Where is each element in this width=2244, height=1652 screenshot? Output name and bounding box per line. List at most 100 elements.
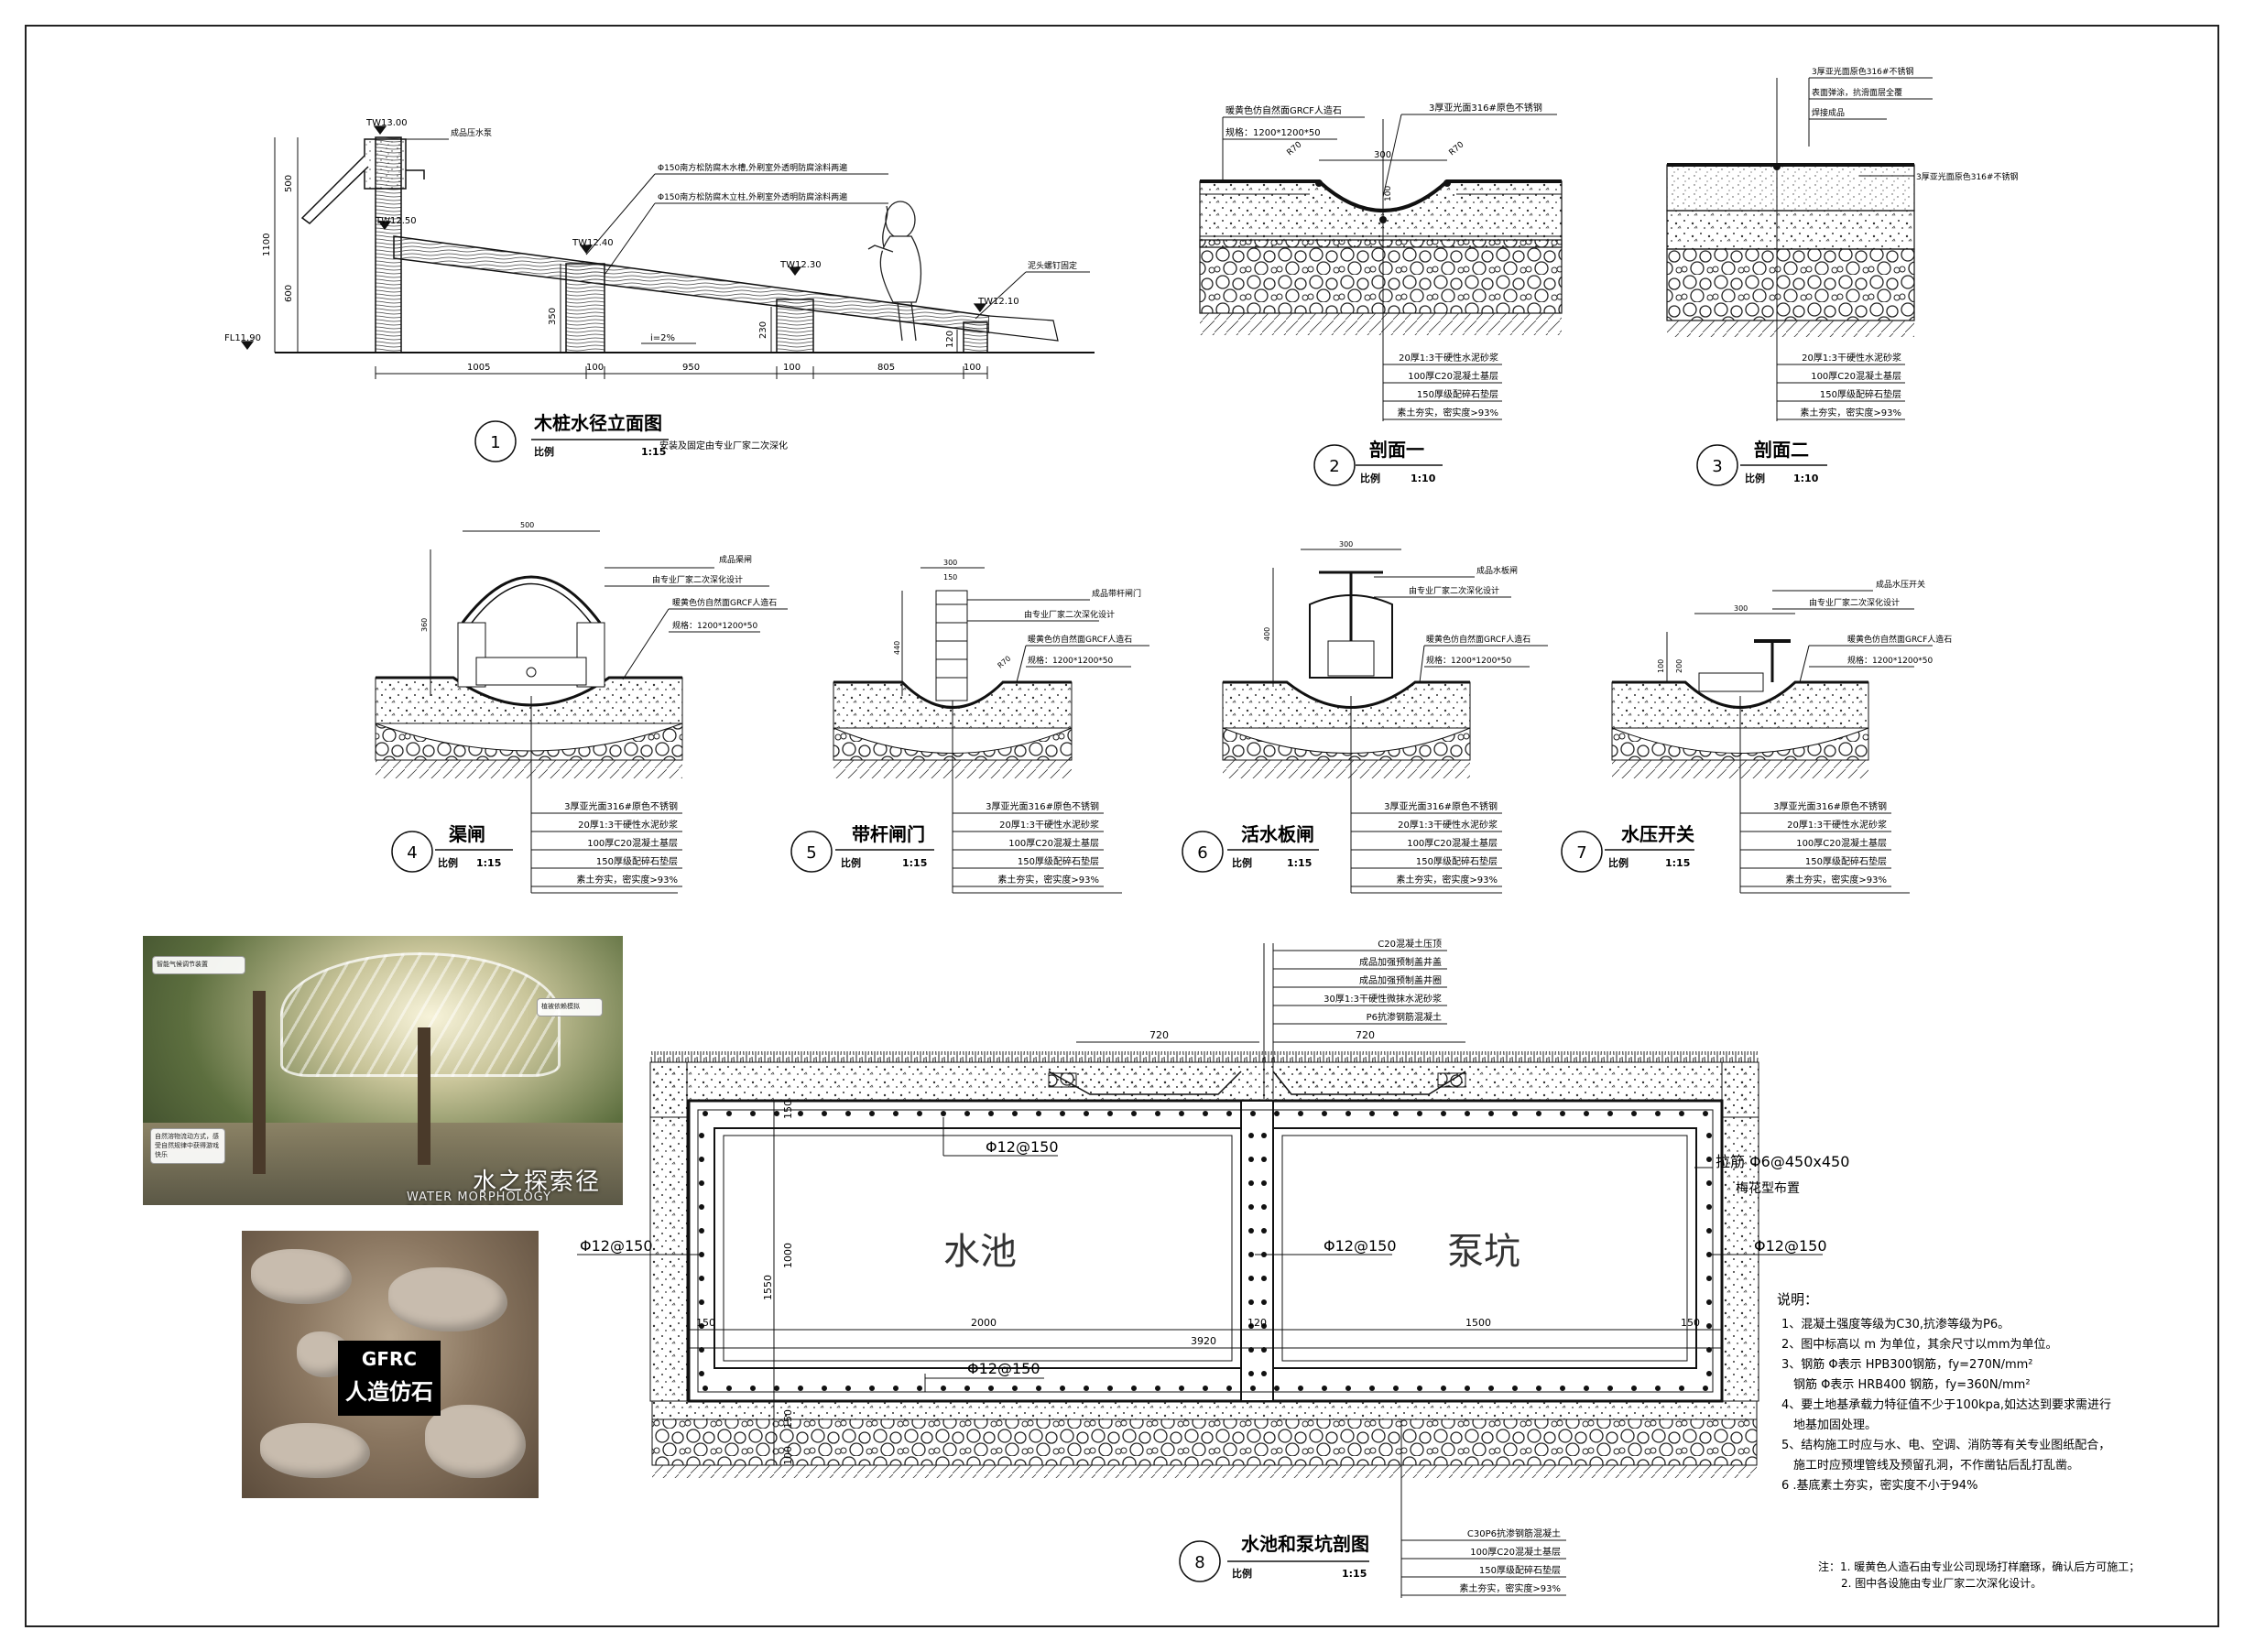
dim-label: 500 xyxy=(284,175,294,192)
layer-label: 20厚1:3干硬性水泥砂浆 xyxy=(578,819,678,831)
rebar-dot xyxy=(1560,1386,1565,1391)
middle-wall xyxy=(1240,1100,1274,1402)
diagram-6-title: 6 活水板闸 比例 1:15 xyxy=(1182,823,1319,873)
dim-label: 1550 xyxy=(762,1275,774,1300)
diagram-6-water-board-gate: 300 400 成品水板闸 由专业厂家二次深化设计 暖黄色仿自然面GRCF人造石… xyxy=(1222,540,1548,894)
callout: 暖黄色仿自然面GRCF人造石 xyxy=(1028,634,1132,645)
scale-label: 比例 xyxy=(1232,856,1252,869)
rebar-dot xyxy=(988,1386,994,1391)
callout: 规格：1200*1200*50 xyxy=(1028,655,1114,666)
callout: Φ150南方松防腐木立柱,外刷室外透明防腐涂料两遍 xyxy=(658,191,847,202)
dim-label: 100 xyxy=(586,363,604,373)
layer-label: 100厚C20混凝土基层 xyxy=(1008,837,1099,849)
diagram-title: 活水板闸 xyxy=(1241,823,1314,845)
diagram-number-badge xyxy=(474,420,517,462)
diagram-number: 1 xyxy=(490,433,500,452)
rebar-dot xyxy=(699,1133,704,1138)
callout: 泥头螺钉固定 xyxy=(1028,260,1077,271)
diagram-number: 2 xyxy=(1329,457,1339,476)
rebar-dot xyxy=(1393,1111,1399,1116)
layer-label: 150厚级配碎石垫层 xyxy=(1417,388,1498,400)
slope-label: i=2% xyxy=(650,333,675,343)
rebar-dot xyxy=(774,1386,779,1391)
hand-pump xyxy=(364,138,407,190)
rebar-dot xyxy=(1417,1111,1422,1116)
diagram-8-pool-and-pump-pit-section: 水池 泵坑 Φ12@150 Φ12@150 Φ12@150 Φ12@150 Φ1… xyxy=(577,938,1849,1598)
elev-label: TW12.40 xyxy=(572,238,614,248)
dim-label: 150 xyxy=(1681,1317,1700,1329)
rebar-label: Φ12@150 xyxy=(1324,1237,1397,1255)
rebar-dot xyxy=(1706,1133,1712,1138)
rebar-dot xyxy=(1631,1386,1637,1391)
dim-label: 400 xyxy=(1263,627,1271,641)
dim-label: 100 xyxy=(1384,186,1393,201)
dim-label: 150 xyxy=(782,1100,794,1119)
callout: 暖黄色仿自然面GRCF人造石 xyxy=(672,597,777,608)
scale-value: 1:15 xyxy=(1665,857,1690,869)
gfrc-artificial-rock-photo: GFRC 人造仿石 xyxy=(242,1231,539,1498)
rebar-dot xyxy=(1706,1180,1712,1186)
rebar-dot xyxy=(1179,1386,1184,1391)
scale-label: 比例 xyxy=(534,445,554,458)
rebar-dot xyxy=(699,1323,704,1329)
rebar-dot xyxy=(1179,1111,1184,1116)
layer-label: 素土夯实，密实度>93% xyxy=(997,874,1099,886)
rebar-dot xyxy=(1248,1371,1254,1376)
layer-label: 3厚亚光面316#原色不锈钢 xyxy=(986,800,1099,812)
rebar-dot xyxy=(964,1111,970,1116)
rebar-dot xyxy=(1261,1204,1267,1210)
rendering-photo-water-path: 智能气候调节装置 自然溶物流动方式，感受自然规律中获得游戏快乐 植被依赖模拟 水… xyxy=(143,936,623,1205)
rebar-dot xyxy=(1679,1386,1684,1391)
layer-label: 素土夯实，密实度>93% xyxy=(1785,874,1887,886)
rebar-dot xyxy=(750,1111,756,1116)
layer-label: 100厚C20混凝土基层 xyxy=(1811,370,1901,382)
callout: 规格：1200*1200*50 xyxy=(672,620,758,631)
dim-label: 120 xyxy=(945,331,955,348)
diagram-3-section-two: 3厚亚光面原色316#不锈钢 表面弹涂，抗滑面层全覆 焊接成品 3厚亚光面原色3… xyxy=(1666,66,2018,486)
dim-label: 805 xyxy=(877,363,895,373)
layer-label: C30P6抗渗钢筋混凝土 xyxy=(1467,1527,1561,1539)
footnote-block: 注：1. 暖黄色人造石由专业公司现场打样磨琢，确认后方可施工；2. 图中各设施由… xyxy=(1818,1560,2140,1590)
gfrc-label: GFRC 人造仿石 xyxy=(338,1341,441,1416)
rebar-dot xyxy=(1107,1111,1113,1116)
rebar-dot xyxy=(1679,1111,1684,1116)
elev-label: TW13.00 xyxy=(365,118,408,128)
footnote-line: 注：1. 暖黄色人造石由专业公司现场打样磨琢，确认后方可施工； xyxy=(1818,1560,2140,1573)
dim-label: 300 xyxy=(1374,150,1391,160)
layer-label: 150厚级配碎石垫层 xyxy=(1416,855,1498,867)
rebar-label: Φ12@150 xyxy=(986,1138,1059,1156)
rebar-dot xyxy=(1131,1386,1137,1391)
tie-note: 梅花型布置 xyxy=(1736,1181,1800,1196)
rebar-dot xyxy=(1322,1111,1327,1116)
layer-label: 100厚C20混凝土基层 xyxy=(1796,837,1887,849)
layer-label: 150厚级配碎石垫层 xyxy=(1805,855,1887,867)
dim-label: 1005 xyxy=(467,363,490,373)
dim-label: 720 xyxy=(1149,1029,1169,1041)
callout: 规格：1200*1200*50 xyxy=(1847,655,1934,666)
rebar-dot xyxy=(1248,1276,1254,1281)
rebar-dot xyxy=(1706,1323,1712,1329)
callout: 表面弹涂，抗滑面层全覆 xyxy=(1812,87,1902,98)
dim-label: 230 xyxy=(758,321,768,339)
scale-value: 1:10 xyxy=(1411,473,1436,484)
rebar-dot xyxy=(1369,1111,1375,1116)
rock-shape xyxy=(260,1423,370,1478)
rebar-dot xyxy=(1441,1111,1446,1116)
layer-label: 素土夯实，密实度>93% xyxy=(1397,407,1498,418)
rebar-dot xyxy=(869,1111,875,1116)
scale-label: 比例 xyxy=(1745,472,1765,484)
callout: 成品压水泵 xyxy=(451,127,492,138)
rebar-dot xyxy=(726,1386,732,1391)
rebar-dot xyxy=(1706,1299,1712,1305)
callout: 暖黄色仿自然面GRCF人造石 xyxy=(1426,634,1530,645)
rebar-dot xyxy=(822,1111,827,1116)
dim-label: 300 xyxy=(1339,540,1353,549)
rebar-dot xyxy=(1345,1386,1351,1391)
photo-caption-box: 植被依赖模拟 xyxy=(537,998,603,1016)
rock-shape xyxy=(251,1249,352,1304)
rebar-dot xyxy=(1107,1386,1113,1391)
rebar-dot xyxy=(893,1386,899,1391)
note-line: 4、要土地基承载力特征值不少于100kpa,如达达到要求需进行 xyxy=(1781,1397,2111,1412)
dim-label: 300 xyxy=(943,559,957,567)
rebar-dot xyxy=(1248,1299,1254,1305)
